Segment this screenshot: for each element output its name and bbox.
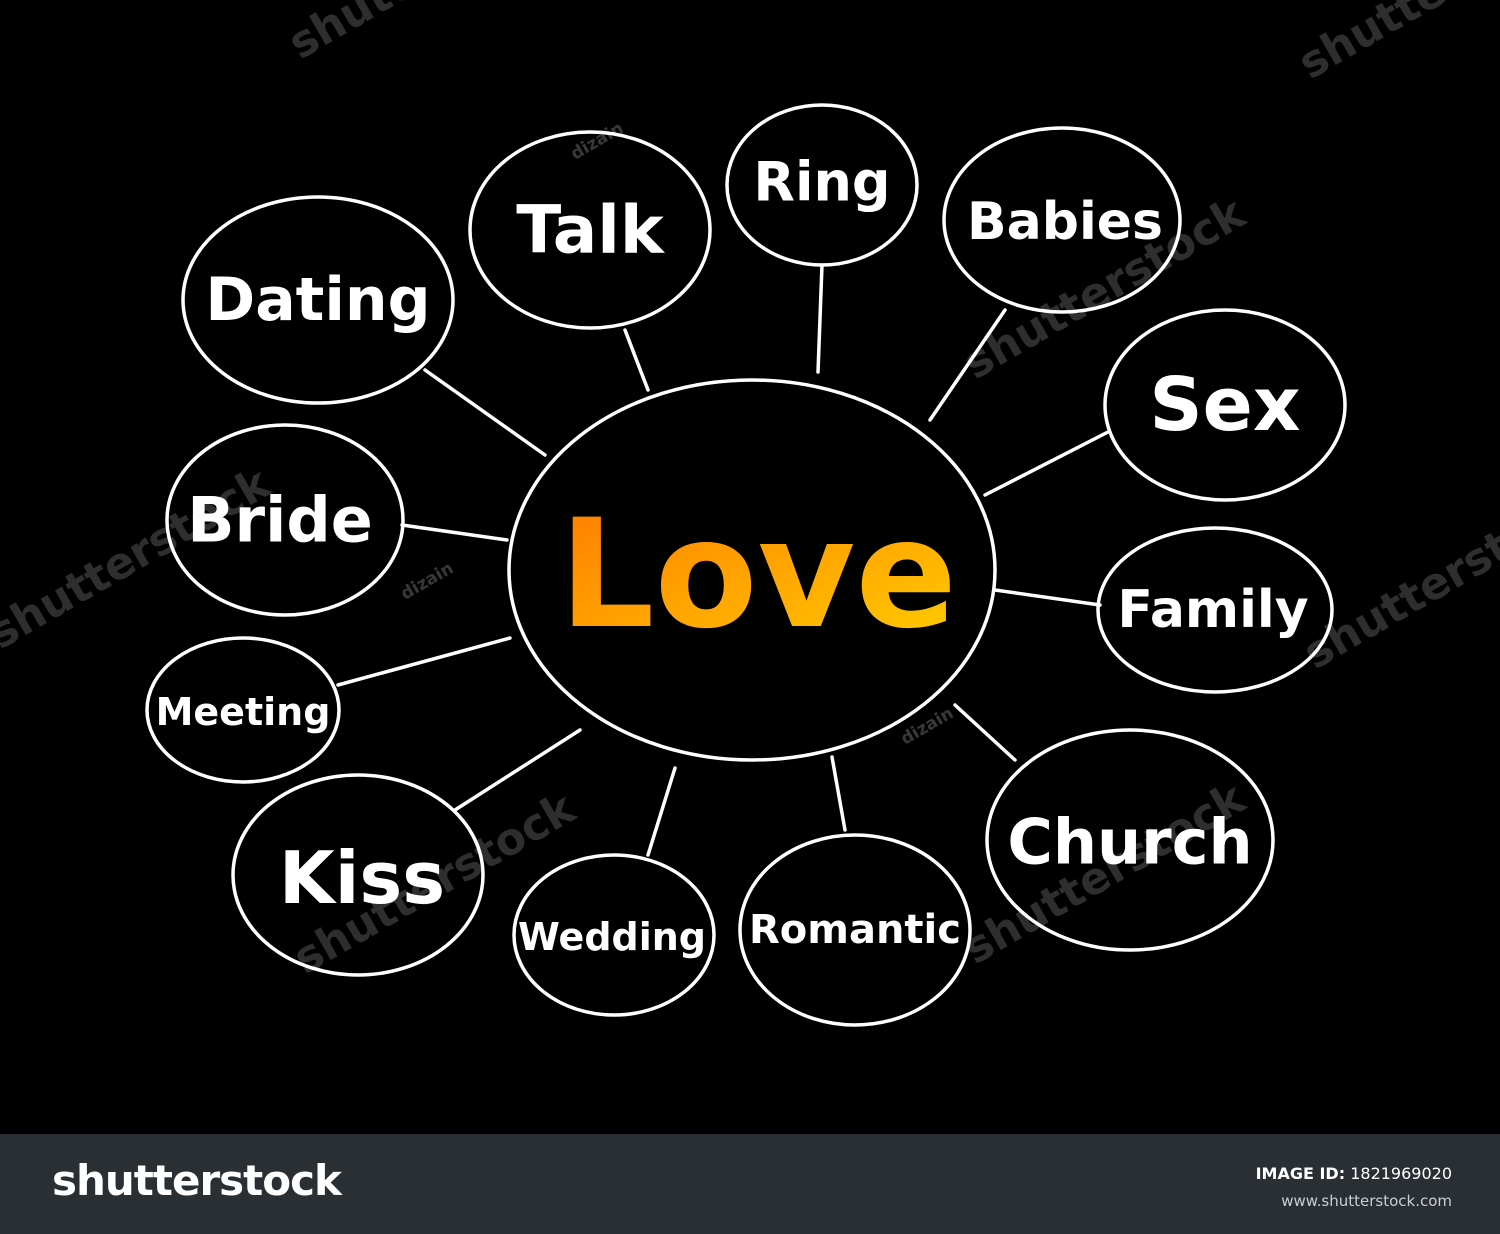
node-bride-label: Bride [187,484,373,557]
footer-url: www.shutterstock.com [1281,1192,1452,1210]
node-wedding: Wedding [512,853,716,1017]
node-meeting-label: Meeting [156,690,331,734]
connector-church [953,703,1017,762]
image-id-label: IMAGE ID: [1255,1164,1346,1183]
watermark-contributor: dizain [398,558,458,604]
node-wedding-label: Wedding [518,915,706,959]
node-talk: Talk [468,130,712,330]
image-id-value: 1821969020 [1350,1164,1452,1183]
node-babies-label: Babies [967,192,1163,252]
connector-wedding [646,766,677,857]
connector-romantic [830,755,847,832]
node-talk-label: Talk [516,192,666,269]
connector-babies [928,308,1007,422]
node-family-label: Family [1117,580,1308,640]
center-node: Love [507,378,997,762]
watermark-brand: shutterstock [1295,477,1500,680]
node-family-ellipse [1096,526,1334,694]
node-dating-ellipse [181,195,455,405]
node-kiss-label: Kiss [279,836,445,920]
connectors [336,263,1110,857]
connector-talk [623,328,650,392]
footer-bar: shutterstock IMAGE ID: 1821969020 www.sh… [0,1134,1500,1234]
node-dating-label: Dating [205,265,430,335]
node-bride-ellipse [165,423,405,617]
node-babies-ellipse [942,126,1182,314]
connector-kiss [453,728,582,812]
connector-ring [816,263,824,374]
node-sex-label: Sex [1149,362,1300,448]
node-romantic-ellipse [738,833,972,1027]
center-ellipse [507,378,997,762]
node-babies: Babies [942,126,1182,314]
node-family: Family [1096,526,1334,694]
node-church: Church [985,728,1275,952]
node-kiss-ellipse [231,773,485,977]
node-bride: Bride [165,423,405,617]
node-kiss: Kiss [231,773,485,977]
node-meeting: Meeting [145,636,341,784]
connector-meeting [336,636,512,687]
connector-bride [400,523,509,542]
watermark-brand: shutterstock [1290,0,1500,90]
watermark-brand: shutterstock [280,0,580,70]
node-ring: Ring [725,103,919,267]
node-church-ellipse [985,728,1275,952]
node-sex: Sex [1103,308,1347,502]
node-sex-ellipse [1103,308,1347,502]
watermark-contributor: dizain [568,118,628,164]
footer-logo: shutterstock [52,1156,342,1205]
mind-map-canvas: shutterstock shutterstock shutterstock s… [0,0,1500,1027]
node-talk-ellipse [468,130,712,330]
node-wedding-ellipse [512,853,716,1017]
node-meeting-ellipse [145,636,341,784]
node-romantic: Romantic [738,833,972,1027]
node-ring-label: Ring [753,151,890,214]
connector-family [993,588,1102,607]
node-church-label: Church [1007,806,1252,879]
node-dating: Dating [181,195,455,405]
image-id: IMAGE ID: 1821969020 [1256,1164,1452,1183]
mind-map-svg: shutterstock shutterstock shutterstock s… [0,0,1500,1027]
node-romantic-label: Romantic [749,907,961,953]
center-label: Love [559,488,957,662]
watermark-contributor: dizain [898,703,958,749]
node-ring-ellipse [725,103,919,267]
connector-sex [983,430,1110,497]
connector-dating [423,368,547,457]
